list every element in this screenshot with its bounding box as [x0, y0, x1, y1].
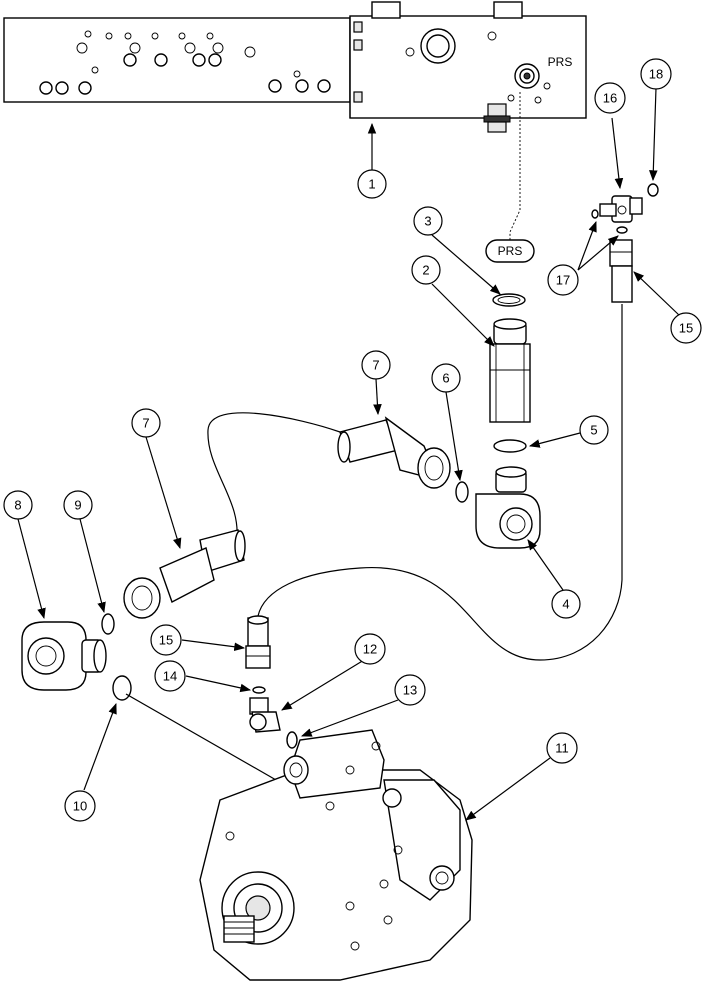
- prs-port-label: PRS: [548, 55, 573, 69]
- prs-tag: [485, 239, 535, 263]
- callout-11: 11: [546, 732, 578, 764]
- svg-text:18: 18: [649, 67, 663, 82]
- leader-lines: [17, 87, 681, 821]
- svg-text:6: 6: [442, 371, 449, 386]
- o-ring-14: [252, 686, 266, 694]
- elbow-12: [249, 697, 281, 733]
- callout-13: 13: [394, 674, 426, 706]
- callout-14: 14: [154, 660, 186, 692]
- svg-text:16: 16: [603, 91, 617, 106]
- svg-text:10: 10: [73, 799, 87, 814]
- pump-11: [199, 729, 473, 981]
- callout-7-upper: 7: [361, 350, 391, 380]
- svg-text:4: 4: [562, 597, 569, 612]
- callout-6: 6: [431, 363, 461, 393]
- callout-9: 9: [63, 490, 93, 520]
- prs-route-line: [509, 92, 521, 246]
- fitting-15-upper: [609, 239, 633, 303]
- svg-text:3: 3: [424, 214, 431, 229]
- svg-text:2: 2: [422, 263, 429, 278]
- svg-text:14: 14: [163, 669, 177, 684]
- o-ring-5: [493, 439, 527, 453]
- fitting-15-lower: [245, 615, 271, 669]
- svg-text:13: 13: [403, 683, 417, 698]
- adapter-2: [489, 318, 531, 423]
- callout-12: 12: [354, 633, 386, 665]
- line-10-to-pump: [125, 693, 291, 789]
- svg-text:8: 8: [14, 498, 21, 513]
- svg-text:7: 7: [142, 416, 149, 431]
- svg-text:9: 9: [74, 498, 81, 513]
- elbow-4: [475, 466, 541, 549]
- svg-text:12: 12: [363, 642, 377, 657]
- callout-8: 8: [3, 490, 33, 520]
- callout-3: 3: [413, 206, 443, 236]
- callout-10: 10: [64, 790, 96, 822]
- callout-16: 16: [594, 82, 626, 114]
- callout-15-lower: 15: [150, 624, 182, 656]
- tee-16: [599, 195, 643, 223]
- hose-upper-left-end: [123, 529, 246, 619]
- callout-7-left: 7: [131, 408, 161, 438]
- callout-4: 4: [551, 589, 581, 619]
- o-ring-10: [112, 675, 132, 701]
- callout-2: 2: [411, 255, 441, 285]
- callout-5: 5: [579, 415, 609, 445]
- svg-text:5: 5: [590, 423, 597, 438]
- o-ring-3: [492, 293, 526, 307]
- hose-line-upper: [207, 412, 341, 545]
- hose-line-lower: [257, 304, 623, 661]
- o-ring-6: [455, 481, 469, 503]
- o-ring-17a: [591, 209, 599, 219]
- valve-block: [3, 1, 587, 133]
- o-ring-18: [647, 183, 659, 197]
- callout-17: 17: [547, 264, 579, 296]
- svg-text:15: 15: [159, 633, 173, 648]
- callout-18: 18: [640, 58, 672, 90]
- callout-1: 1: [357, 169, 387, 199]
- hose-upper-right-end: [337, 416, 451, 489]
- o-ring-17b: [616, 226, 628, 234]
- o-ring-13: [286, 731, 298, 749]
- svg-text:11: 11: [555, 741, 569, 756]
- svg-text:15: 15: [679, 321, 693, 336]
- svg-text:7: 7: [372, 358, 379, 373]
- svg-text:17: 17: [556, 273, 570, 288]
- svg-text:1: 1: [368, 177, 375, 192]
- elbow-8: [21, 621, 107, 691]
- callout-15-upper: 15: [670, 312, 702, 344]
- prs-tag-label: PRS: [498, 244, 523, 258]
- o-ring-9: [101, 613, 115, 635]
